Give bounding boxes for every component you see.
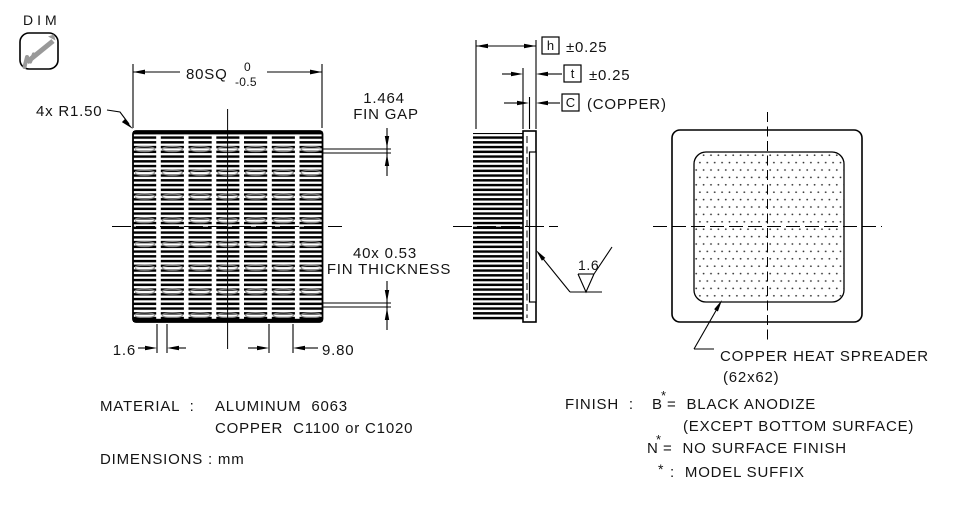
copper-symbol: C	[566, 95, 575, 110]
front-view: 80SQ 0 -0.5 4x R1.50 1.464 FIN GAP	[36, 60, 451, 359]
finish-n-value: = NO SURFACE FINISH	[663, 440, 847, 457]
material-notes: MATERIAL : ALUMINUM 6063 COPPER C1100 or…	[100, 398, 413, 468]
dimension-80sq: 80SQ 0 -0.5	[132, 60, 323, 128]
dim-badge-label: DIM	[23, 12, 61, 28]
fin-gap-label: FIN GAP	[353, 106, 419, 123]
size-dim-text: 80SQ	[186, 66, 228, 83]
suffix-star: *	[658, 461, 664, 477]
tolerance-upper: 0	[244, 60, 251, 74]
dimension-copper-c: C (COPPER)	[504, 93, 667, 129]
copper-spreader-label: COPPER HEAT SPREADER	[720, 348, 929, 365]
fin-gap-callout: 1.464 FIN GAP	[323, 90, 419, 176]
material-value-2: COPPER C1100 or C1020	[215, 420, 413, 437]
side-view: h ±0.25 t ±0.25 C (COPPER)	[453, 36, 667, 323]
finish-label: FINISH :	[565, 396, 634, 413]
dim-badge: DIM	[19, 12, 61, 70]
finish-n-key: N	[647, 440, 659, 457]
copper-spreader-size: (62x62)	[723, 369, 779, 386]
dimension-base-thickness-t: t ±0.25	[502, 64, 630, 129]
fin-thickness-value: 40x 0.53	[353, 245, 417, 262]
dimension-height-h: h ±0.25	[475, 36, 607, 129]
thickness-tolerance: ±0.25	[589, 67, 630, 84]
finish-b-star: *	[661, 388, 666, 403]
thickness-symbol: t	[571, 66, 575, 81]
finish-b-key: B	[652, 396, 663, 413]
material-label: MATERIAL :	[100, 398, 195, 415]
fin-thickness-callout: 40x 0.53 FIN THICKNESS	[323, 245, 451, 330]
corner-radius-callout: 4x R1.50	[36, 103, 133, 129]
copper-spreader-callout: COPPER HEAT SPREADER (62x62)	[693, 300, 929, 386]
corner-radius-text: 4x R1.50	[36, 103, 102, 120]
finish-notes: FINISH : B * = BLACK ANODIZE (EXCEPT BOT…	[565, 388, 914, 481]
caliper-icon	[22, 34, 56, 69]
copper-note: (COPPER)	[587, 96, 667, 113]
dimension-fin-offset: 9.80	[248, 324, 354, 359]
suffix-value: : MODEL SUFFIX	[670, 464, 805, 481]
height-symbol: h	[547, 38, 554, 53]
surface-roughness-callout: 1.6	[536, 246, 613, 294]
dimensions-note: DIMENSIONS : mm	[100, 451, 245, 468]
offset-dim-text: 9.80	[322, 342, 354, 359]
dimension-fin-pitch: 1.6	[113, 324, 186, 359]
bottom-view: COPPER HEAT SPREADER (62x62)	[653, 112, 929, 386]
finish-b-value-cont: (EXCEPT BOTTOM SURFACE)	[683, 418, 914, 435]
finish-n-star: *	[656, 432, 661, 447]
material-value-1: ALUMINUM 6063	[215, 398, 348, 415]
finish-b-value: = BLACK ANODIZE	[667, 396, 816, 413]
tolerance-lower: -0.5	[235, 75, 257, 89]
fin-thickness-label: FIN THICKNESS	[327, 261, 451, 278]
height-tolerance: ±0.25	[566, 39, 607, 56]
pitch-dim-text: 1.6	[113, 342, 136, 359]
roughness-value: 1.6	[578, 257, 599, 273]
fin-gap-value: 1.464	[363, 90, 405, 107]
